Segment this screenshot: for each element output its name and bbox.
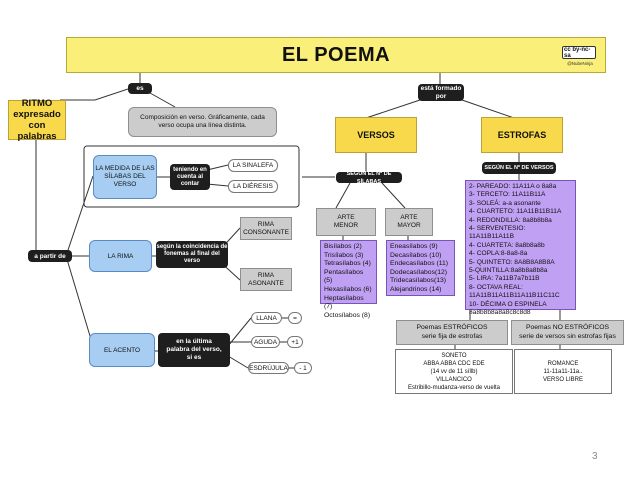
estrofas-node: ESTROFAS [481,117,563,153]
soneto-box: SONETO ABBA ABBA CDC EDE (14 vv de 11 sí… [395,349,513,394]
es-connector: es [128,83,152,94]
list-item: 4- COPLA:8-8a8-8a [469,250,528,258]
list-item: Endecasílabos (11) [390,260,449,268]
dieresis-node: LA DIÉRESIS [228,180,278,193]
romance-line: 11-11a11-11a.. [543,368,583,375]
teniendo-connector: teniendo en cuenta al contar [170,164,210,190]
estrofas-list: 2- PAREADO: 11A11A o 8a8a 3- TERCETO: 11… [465,180,576,316]
rima-node: LA RIMA [89,240,152,272]
list-item: 4- REDONDILLA: 8a8b8b8a [469,216,552,224]
soneto-line: VILLANCICO [436,376,472,383]
rima-asonante-node: RIMA ASONANTE [240,268,292,291]
list-item: 5- LIRA: 7a11B7a7b11B [469,275,540,283]
list-item: Pentasílabos (5) [324,268,364,285]
list-item: Tetrasílabos (4) [324,260,371,268]
poemas-estroficos-node: Poemas ESTRÓFICOS serie fija de estrofas [396,320,508,345]
arte-menor-node: ARTE MENOR [316,208,376,236]
llana-value: = [288,312,302,324]
list-item: 4- SERVENTESIO: 11A11B11A11B [469,225,526,241]
list-item: 5-QUINTILLA:8a8b8a8b8a [469,267,548,275]
segun-coincidencia-connector: según la coincidencia de fonemas al fina… [156,241,228,268]
page-title: EL POEMA [281,43,391,66]
list-item: Hexasílabos (6) [324,285,372,293]
license-label: cc by-nc-sa [564,46,591,59]
title-bar: EL POEMA [66,37,606,73]
segun-silabas-connector: SEGÚN EL Nº DE SÍLABAS [336,171,402,185]
license-author: @NubeNinja [567,61,593,66]
list-item: Alejandrinos (14) [390,285,442,293]
aguda-value: +1 [287,336,303,348]
medida-node: LA MEDIDA DE LAS SÍLABAS DEL VERSO [93,155,157,199]
a-partir-de-connector: a partir de [28,250,72,262]
license-badge: cc by-nc-sa [562,46,596,59]
list-item: Decasílabos (10) [390,251,442,259]
versos-node: VERSOS [335,117,417,153]
rima-consonante-node: RIMA CONSONANTE [240,217,292,240]
romance-line: ROMANCE [547,360,579,367]
llana-node: LLANA [251,312,282,324]
list-item: 10- DÉCIMA O ESPINELA [469,300,547,308]
list-item: 8a8b8b8a8a8c8c8d8 [469,309,531,317]
arte-mayor-list: Eneasílabos (9) Decasílabos (10) Endecas… [386,240,455,296]
romance-box: ROMANCE 11-11a11-11a.. VERSO LIBRE [514,349,612,394]
list-item: 2- PAREADO: 11A11A o 8a8a [469,183,557,190]
esta-formado-connector: está formado por [418,84,464,101]
esdrujula-value: - 1 [294,362,312,374]
list-item: 3- SOLEÁ: a-a asonante [469,199,541,207]
arte-mayor-node: ARTE MAYOR [385,208,433,236]
page-number: 3 [592,451,598,462]
acento-node: EL ACENTO [89,333,155,367]
esdrujula-node: ESDRÚJULA [248,362,289,374]
segun-versos-connector: SEGÚN EL Nº DE VERSOS [482,162,556,174]
list-item: Heptasílabos (7) [324,294,364,311]
soneto-line: Estribillo-mudanza-verso de vuelta [407,384,501,391]
list-item: Octosílabos (8) [324,311,371,319]
poemas-no-estroficos-node: Poemas NO ESTRÓFICOS serie de versos sin… [511,320,624,345]
list-item: 4- CUARTETA: 8a8b8a8b [469,241,545,249]
romance-line: VERSO LIBRE [542,376,583,383]
list-item: 5- QUINTETO: 8A8B8A8B8A [469,258,555,266]
list-item: Eneasílabos (9) [390,243,438,250]
list-item: Bisílabos (2) [324,243,362,250]
list-item: 11A11B11A11B11A11B11C11C [469,292,560,300]
sinalefa-node: LA SINALEFA [228,159,278,172]
list-item: 3- TERCETO: 11A11B11A [469,191,546,199]
soneto-line: SONETO [441,352,467,359]
list-item: Tridecasílabos(13) [390,277,447,285]
aguda-node: AGUDA [251,336,280,348]
list-item: 4- CUARTETO: 11A11B11B11A [469,208,562,216]
arte-menor-list: Bisílabos (2) Trisílabos (3) Tetrasílabo… [320,240,377,319]
soneto-line: (14 vv de 11 síllb) [430,368,478,375]
list-item: Dodecasílabos(12) [390,268,448,276]
list-item: Trisílabos (3) [324,251,364,259]
en-la-ultima-connector: en la última palabra del verso, si es [158,333,230,367]
ritmo-node: RITMO expresado con palabras [8,98,66,142]
list-item: 8- OCTAVA REAL: [469,283,523,291]
soneto-line: ABBA ABBA CDC EDE [423,360,485,367]
definition-box: Composición en verso. Gráficamente, cada… [128,107,277,137]
